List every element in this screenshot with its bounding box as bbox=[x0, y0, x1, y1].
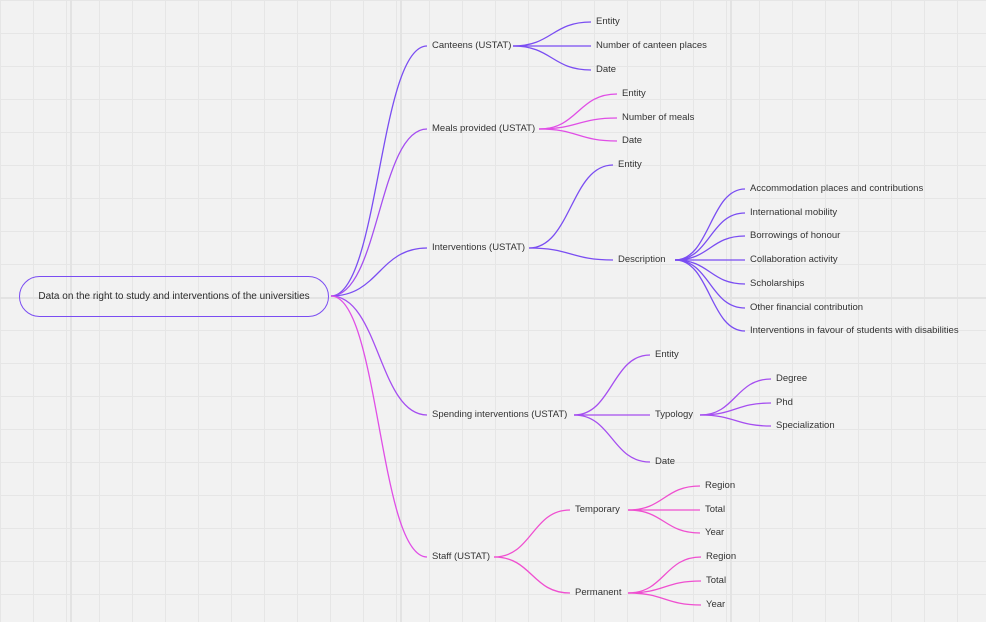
link-description-child bbox=[674, 259, 746, 309]
node-interventions[interactable]: Interventions (USTAT) bbox=[432, 242, 526, 253]
node-interventions-description[interactable]: Description bbox=[618, 254, 666, 265]
node-spending-entity[interactable]: Entity bbox=[655, 349, 679, 360]
link-typology-child bbox=[699, 414, 772, 427]
node-temporary-region[interactable]: Region bbox=[705, 480, 736, 491]
link-interventions-entity bbox=[528, 164, 614, 249]
grid-line bbox=[0, 297, 986, 299]
node-staff-permanent[interactable]: Permanent bbox=[575, 587, 622, 598]
node-interventions-entity[interactable]: Entity bbox=[618, 159, 642, 170]
node-desc-accommodation[interactable]: Accommodation places and contributions bbox=[750, 183, 924, 194]
node-canteens[interactable]: Canteens (USTAT) bbox=[432, 40, 512, 51]
grid-line bbox=[400, 0, 402, 622]
node-canteens-date[interactable]: Date bbox=[596, 64, 617, 75]
node-canteens-places[interactable]: Number of canteen places bbox=[596, 40, 707, 51]
node-desc-mobility[interactable]: International mobility bbox=[750, 207, 838, 218]
link-canteens-child bbox=[512, 21, 592, 47]
link-description-child bbox=[674, 188, 746, 261]
link-spending-entity bbox=[573, 354, 651, 416]
grid-line bbox=[70, 0, 72, 622]
node-spending-typology[interactable]: Typology bbox=[655, 409, 694, 420]
node-permanent-year[interactable]: Year bbox=[706, 599, 726, 610]
link-staff-temporary bbox=[493, 509, 571, 558]
node-spending[interactable]: Spending interventions (USTAT) bbox=[432, 409, 568, 420]
link-meals-child bbox=[538, 128, 618, 142]
link-description-child bbox=[674, 212, 746, 261]
node-canteens-entity[interactable]: Entity bbox=[596, 16, 620, 27]
link-staff-permanent bbox=[493, 556, 571, 594]
node-desc-other-financial[interactable]: Other financial contribution bbox=[750, 302, 864, 313]
link-description-child bbox=[674, 259, 746, 285]
link-root-meals bbox=[330, 128, 428, 297]
link-canteens-child bbox=[512, 45, 592, 71]
link-spending-date bbox=[573, 414, 651, 463]
link-description-child bbox=[674, 235, 746, 261]
root-node[interactable]: Data on the right to study and intervent… bbox=[19, 276, 329, 317]
node-meals-number[interactable]: Number of meals bbox=[622, 112, 695, 123]
node-desc-disabilities[interactable]: Interventions in favour of students with… bbox=[750, 325, 959, 336]
node-desc-scholarships[interactable]: Scholarships bbox=[750, 278, 805, 289]
link-typology-child bbox=[699, 378, 772, 416]
node-typology-specialization[interactable]: Specialization bbox=[776, 420, 835, 431]
node-temporary-year[interactable]: Year bbox=[705, 527, 725, 538]
node-temporary-total[interactable]: Total bbox=[705, 504, 726, 515]
node-staff[interactable]: Staff (USTAT) bbox=[432, 551, 491, 562]
grid-line bbox=[730, 0, 732, 622]
link-description-child bbox=[674, 259, 746, 332]
node-meals[interactable]: Meals provided (USTAT) bbox=[432, 123, 536, 134]
node-typology-phd[interactable]: Phd bbox=[776, 397, 793, 408]
link-permanent-child bbox=[627, 580, 702, 594]
link-root-canteens bbox=[330, 45, 428, 297]
link-root-spending bbox=[330, 295, 428, 416]
node-permanent-total[interactable]: Total bbox=[706, 575, 727, 586]
node-meals-entity[interactable]: Entity bbox=[622, 88, 646, 99]
link-permanent-child bbox=[627, 556, 702, 594]
link-meals-child bbox=[538, 93, 618, 130]
node-permanent-region[interactable]: Region bbox=[706, 551, 737, 562]
link-meals-child bbox=[538, 117, 618, 130]
link-root-interventions bbox=[330, 247, 428, 297]
node-spending-date[interactable]: Date bbox=[655, 456, 676, 467]
link-temporary-child bbox=[627, 485, 701, 511]
node-desc-collaboration[interactable]: Collaboration activity bbox=[750, 254, 838, 265]
node-meals-date[interactable]: Date bbox=[622, 135, 643, 146]
root-label: Data on the right to study and intervent… bbox=[38, 291, 310, 302]
node-staff-temporary[interactable]: Temporary bbox=[575, 504, 620, 515]
link-temporary-child bbox=[627, 509, 701, 534]
link-permanent-child bbox=[627, 592, 702, 606]
link-interventions-description bbox=[528, 247, 614, 261]
link-root-staff bbox=[330, 295, 428, 558]
node-desc-borrowings[interactable]: Borrowings of honour bbox=[750, 230, 841, 241]
node-typology-degree[interactable]: Degree bbox=[776, 373, 808, 384]
